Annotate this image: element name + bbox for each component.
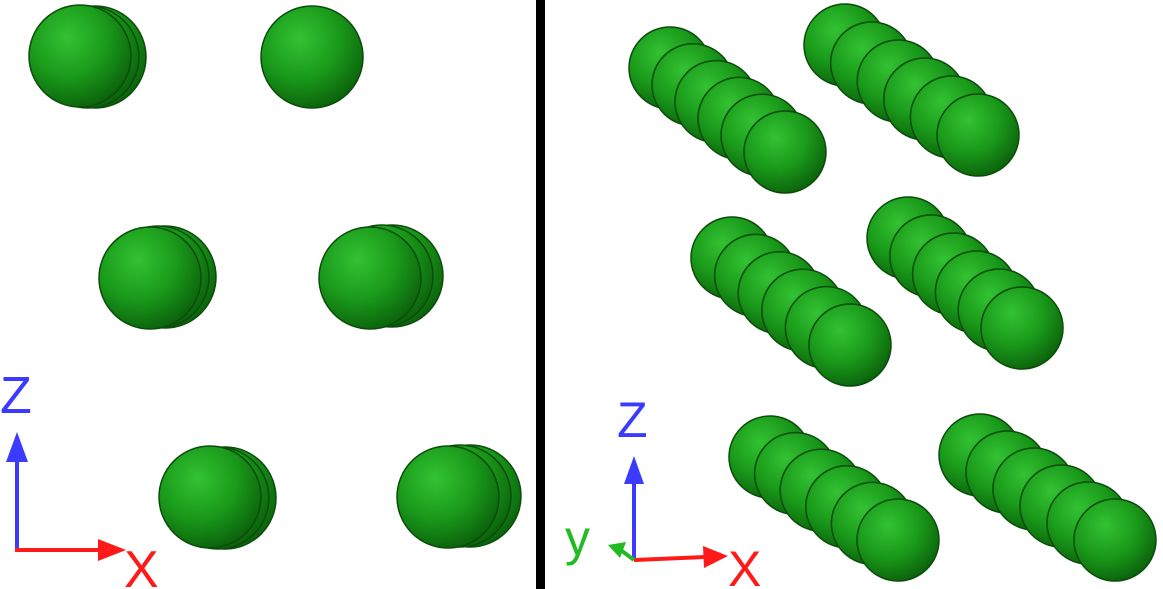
right-x-arrowhead xyxy=(703,546,728,568)
atom-right-chain-6-6 xyxy=(1073,498,1157,582)
right-axes: Z X y xyxy=(565,392,761,589)
right-panel-atoms xyxy=(628,3,1157,582)
right-z-arrowhead xyxy=(624,456,644,484)
atom-right-chain-4-6 xyxy=(980,286,1064,370)
atom-left-stack-2-1 xyxy=(260,5,364,109)
atom-left-stack-6-3 xyxy=(396,445,500,549)
atom-left-stack-1-3 xyxy=(28,4,132,108)
atom-right-chain-2-6 xyxy=(936,93,1020,177)
atom-right-chain-5-6 xyxy=(856,498,940,582)
right-y-label: y xyxy=(565,510,590,566)
left-z-arrowhead xyxy=(6,432,28,462)
atom-left-stack-5-3 xyxy=(158,445,262,549)
right-y-arrowhead xyxy=(608,542,626,558)
right-x-label: X xyxy=(728,541,761,589)
left-x-arrowhead xyxy=(98,539,126,561)
left-x-label: X xyxy=(124,541,159,589)
left-axes: Z X xyxy=(0,367,159,589)
atom-right-chain-1-6 xyxy=(743,110,827,194)
right-x-axis-line xyxy=(633,555,706,562)
atom-left-stack-3-3 xyxy=(98,226,202,330)
panel-divider xyxy=(536,0,545,589)
left-z-label: Z xyxy=(0,367,32,425)
left-panel-atoms xyxy=(28,4,522,550)
right-z-label: Z xyxy=(617,392,648,448)
atom-left-stack-4-3 xyxy=(318,226,422,330)
right-y-axis-line xyxy=(620,549,636,562)
atom-right-chain-3-6 xyxy=(808,303,892,387)
